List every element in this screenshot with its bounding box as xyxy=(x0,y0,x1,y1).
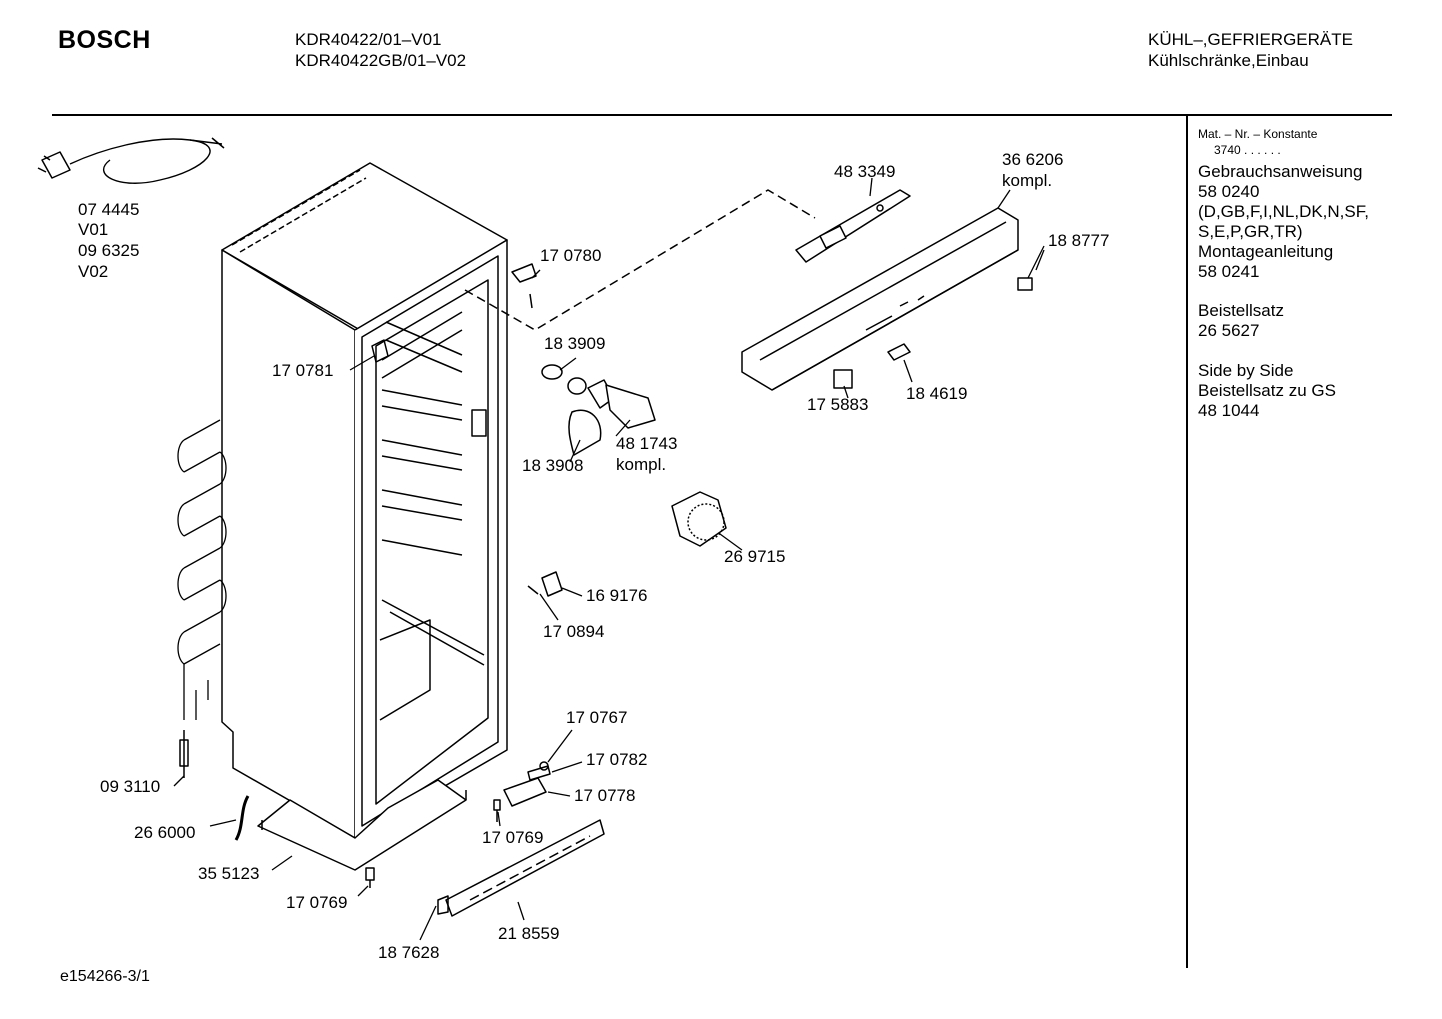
mat-number-value: 3740 . . . . . . xyxy=(1214,143,1281,157)
part-label: 16 9176 xyxy=(586,586,648,605)
hose-266000 xyxy=(234,795,250,841)
sidebar-divider xyxy=(1186,116,1188,968)
part-label: 17 0767 xyxy=(566,708,628,727)
part-170894 xyxy=(527,585,539,595)
part-label: 17 0781 xyxy=(272,361,334,380)
part-label: 48 1743 xyxy=(616,434,678,453)
hinge-170781 xyxy=(371,339,389,363)
model-number-2: KDR40422GB/01–V02 xyxy=(295,51,467,70)
part-label: 18 7628 xyxy=(378,943,440,962)
screw-170769a xyxy=(493,799,501,822)
part-label: 17 5883 xyxy=(807,395,869,414)
sidebar-line: Montageanleitung xyxy=(1198,242,1334,261)
sidebar-block-manuals: Gebrauchsanweisung 58 0240 (D,GB,F,I,NL,… xyxy=(1198,162,1369,282)
part-label: 17 0780 xyxy=(540,246,602,265)
part-label: 17 0894 xyxy=(543,622,605,641)
part-170782 xyxy=(527,765,551,781)
part-label: 35 5123 xyxy=(198,864,260,883)
part-label: 18 3909 xyxy=(544,334,606,353)
power-cord-icon xyxy=(37,137,225,184)
brand-logo: BOSCH xyxy=(58,26,151,54)
sidebar-line: 48 1044 xyxy=(1198,401,1260,420)
part-label: 21 8559 xyxy=(498,924,560,943)
leader-lines xyxy=(173,177,1045,941)
sidebar-line: 26 5627 xyxy=(1198,321,1260,340)
part-label: 09 6325 xyxy=(78,241,140,260)
kickplate-218559 xyxy=(445,819,605,917)
dashed-connector-line xyxy=(464,189,816,331)
clip-175883 xyxy=(833,369,853,389)
control-board xyxy=(795,189,911,263)
sidebar-line: 58 0241 xyxy=(1198,262,1260,281)
category-title: KÜHL–,GEFRIERGERÄTE xyxy=(1148,30,1353,49)
fan-housing xyxy=(671,491,727,547)
model-number-1: KDR40422/01–V01 xyxy=(295,30,442,49)
control-panel xyxy=(741,207,1019,391)
refrigerator-body xyxy=(221,162,508,839)
part-label: V02 xyxy=(78,262,109,281)
thermostat-093110 xyxy=(179,730,189,778)
clip-188777 xyxy=(1017,277,1033,291)
sidebar-line: Beistellsatz xyxy=(1198,301,1284,320)
sidebar-line: Beistellsatz zu GS xyxy=(1198,381,1336,400)
part-label: 36 6206 xyxy=(1002,150,1064,169)
part-169176 xyxy=(541,571,563,597)
part-label: 48 3349 xyxy=(834,162,896,181)
clip-184619 xyxy=(887,343,911,361)
sidebar-block-side-by-side: Side by Side Beistellsatz zu GS 48 1044 xyxy=(1198,361,1336,421)
part-label: 07 4445 xyxy=(78,200,140,219)
hinge-170778 xyxy=(503,777,547,807)
part-label: 17 0778 xyxy=(574,786,636,805)
part-label: 17 0769 xyxy=(286,893,348,912)
drawing-id: e154266-3/1 xyxy=(60,968,150,985)
base-plate xyxy=(257,779,467,871)
sidebar-block-kit: Beistellsatz 26 5627 xyxy=(1198,301,1284,341)
part-label: V01 xyxy=(78,220,109,239)
part-label: 18 4619 xyxy=(906,384,968,403)
part-label: 26 6000 xyxy=(134,823,196,842)
mat-number-label: Mat. – Nr. – Konstante xyxy=(1198,127,1318,141)
part-label: 17 0769 xyxy=(482,828,544,847)
sidebar-line: (D,GB,F,I,NL,DK,N,SF, xyxy=(1198,202,1369,221)
lamp-assembly xyxy=(541,364,656,456)
clip-187628 xyxy=(437,895,449,915)
sidebar-line: S,E,P,GR,TR) xyxy=(1198,222,1303,241)
sidebar-line: Gebrauchsanweisung xyxy=(1198,162,1363,181)
part-label: 17 0782 xyxy=(586,750,648,769)
sidebar-line: Side by Side xyxy=(1198,361,1294,380)
screw-170769b xyxy=(365,867,375,888)
part-label: 18 8777 xyxy=(1048,231,1110,250)
part-label: 26 9715 xyxy=(724,547,786,566)
part-label: kompl. xyxy=(616,455,667,474)
hinge-170780 xyxy=(511,263,537,309)
part-label: 09 3110 xyxy=(100,777,161,796)
condenser-coil xyxy=(177,419,227,720)
sidebar-line: 58 0240 xyxy=(1198,182,1260,201)
part-label: kompl. xyxy=(1002,171,1053,190)
header-divider xyxy=(52,114,1392,116)
category-subtitle: Kühlschränke,Einbau xyxy=(1148,51,1309,70)
part-label: 18 3908 xyxy=(522,456,584,475)
